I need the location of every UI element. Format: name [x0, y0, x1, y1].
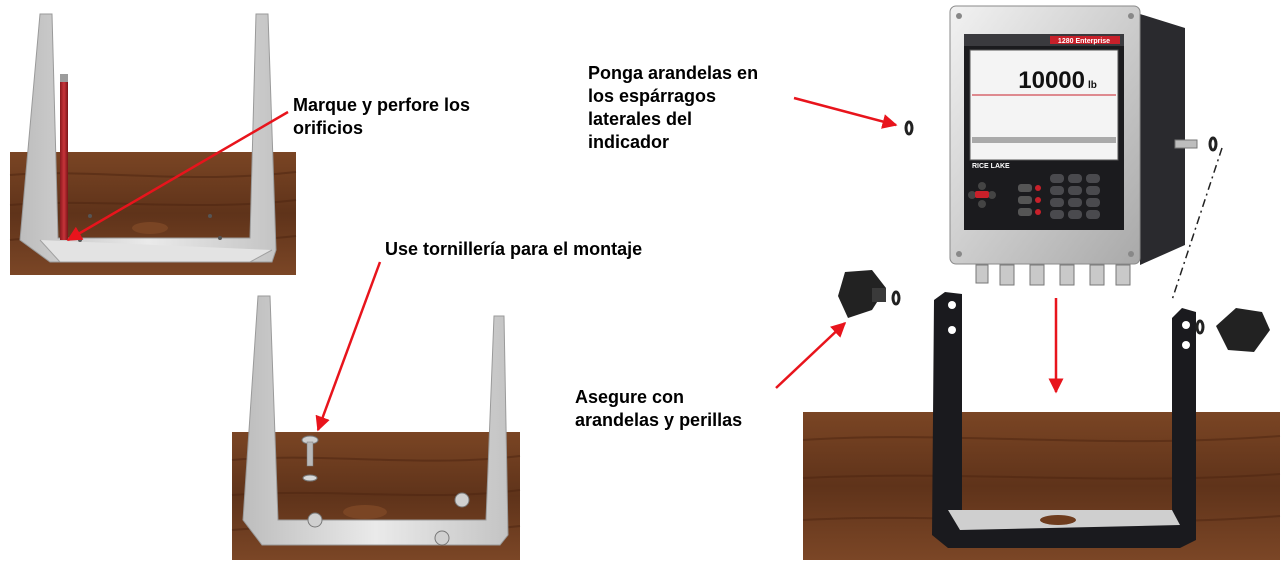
steel-bracket [242, 295, 509, 546]
numeric-keys [1050, 174, 1100, 219]
label-line: Use tornillería para el montaje [385, 239, 643, 259]
label-line: indicador [588, 132, 670, 152]
arrow-mark-drill [66, 110, 289, 242]
knob-left [838, 270, 886, 318]
alignment-guide [1171, 147, 1223, 301]
knob-right [1216, 308, 1270, 352]
label-mark-drill: Marque y perfore los orificios [293, 94, 470, 140]
label-line: Asegure con [575, 387, 685, 407]
label-secure-knobs: Asegure con arandelas y perillas [575, 386, 742, 432]
side-stud [1174, 139, 1198, 149]
panel-indicator-assembly: 1280 Enterprise 10000 lb RICE LAKE [802, 5, 1281, 560]
label-line: Ponga arandelas en [588, 63, 759, 83]
arrow-secure-knobs [775, 321, 847, 389]
weight-unit: lb [1088, 80, 1097, 91]
steel-bracket [19, 13, 277, 263]
label-line: los espárragos [588, 86, 717, 106]
callout-arrows [66, 96, 1064, 432]
label-line: laterales del [588, 109, 693, 129]
label-washers-studs: Ponga arandelas en los espárragos latera… [588, 62, 758, 154]
label-line: Marque y perfore los [293, 95, 471, 115]
indicator-enclosure: 1280 Enterprise 10000 lb RICE LAKE [949, 5, 1198, 286]
label-line: arandelas y perillas [575, 410, 743, 430]
weight-readout: 10000 [1018, 67, 1085, 94]
arrow-use-hardware [315, 261, 382, 432]
washers [891, 120, 1218, 335]
cable-glands [975, 264, 1131, 286]
arrow-washers-studs [793, 96, 898, 129]
label-line: orificios [293, 118, 364, 138]
keypad [968, 174, 1100, 219]
panel-use-hardware [231, 295, 521, 560]
label-use-hardware: Use tornillería para el montaje [385, 238, 642, 261]
indicator-brand-text: 1280 Enterprise [1058, 38, 1110, 45]
black-bracket [932, 292, 1196, 548]
indicator-logo: RICE LAKE [972, 163, 1010, 170]
drill-bit [60, 74, 68, 240]
panel-mark-drill [9, 13, 297, 275]
indicator-front-panel: 1280 Enterprise 10000 lb RICE LAKE [964, 34, 1124, 230]
mounting-screw [301, 435, 319, 482]
